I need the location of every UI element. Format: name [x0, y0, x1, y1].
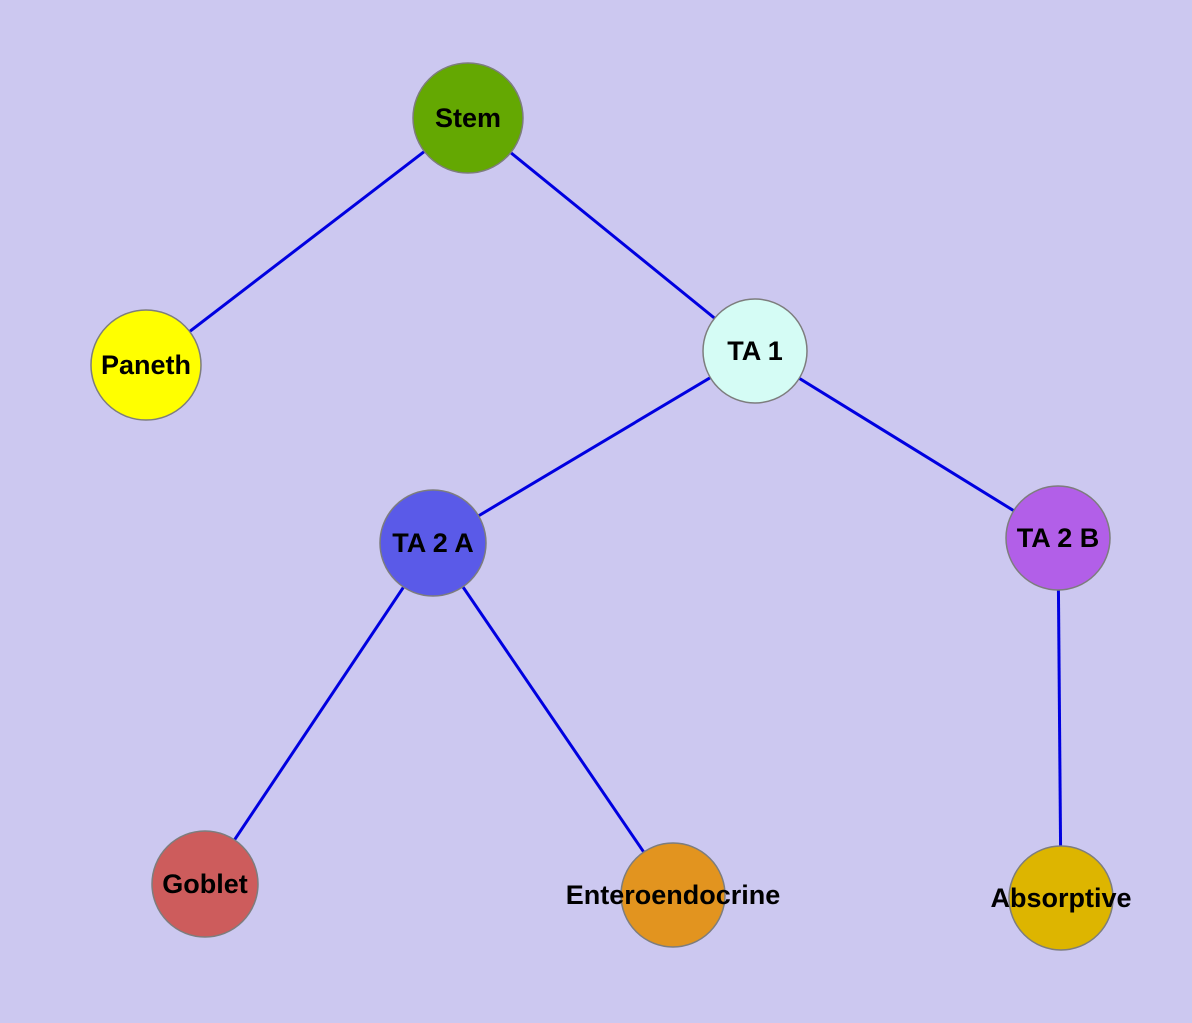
edge-stem-paneth	[145, 116, 469, 367]
edge-ta1-ta2b	[754, 349, 1059, 540]
node-absorptive	[1008, 845, 1114, 951]
node-ta2b	[1005, 485, 1111, 591]
node-enteroendocrine	[620, 842, 726, 948]
node-ta2a	[379, 489, 487, 597]
node-ta1	[702, 298, 808, 404]
node-stem	[412, 62, 524, 174]
node-paneth	[90, 309, 202, 421]
node-goblet	[151, 830, 259, 938]
edge-ta1-ta2a	[432, 349, 756, 545]
edge-stem-ta1	[467, 116, 756, 353]
edge-ta2b-absorptive	[1056, 537, 1063, 899]
edge-ta2a-enteroendocrine	[431, 542, 675, 896]
nodes-layer	[90, 62, 1114, 951]
edge-ta2a-goblet	[203, 542, 435, 885]
edges-layer	[145, 116, 1063, 899]
